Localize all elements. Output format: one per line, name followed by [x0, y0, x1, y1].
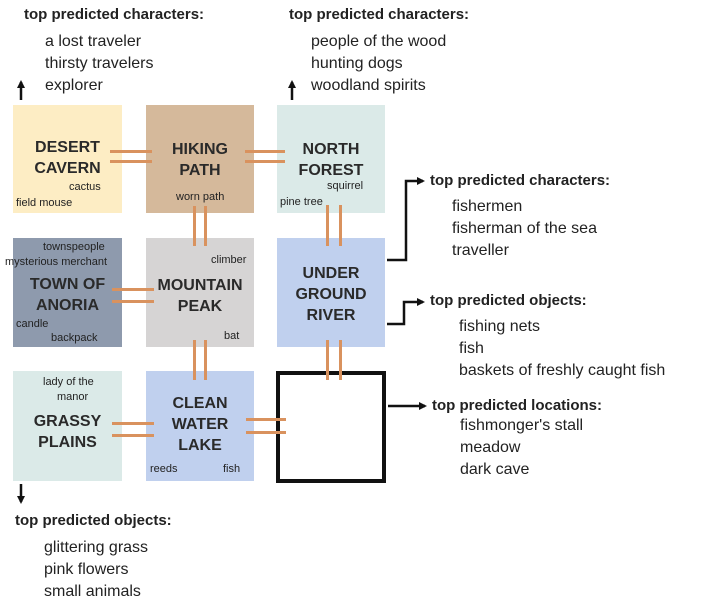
arrow-river-objects — [387, 298, 425, 326]
tile-north-forest-object-pine-tree: pine tree — [280, 196, 323, 208]
tile-hiking-path: HIKING PATH worn path — [146, 105, 254, 213]
tile-grassy-plains-name: GRASSY PLAINS — [33, 413, 102, 451]
list-item: glittering grass — [44, 539, 149, 556]
arrow-river-characters — [387, 177, 425, 262]
tile-underground-river-name: UNDER GROUND RIVER — [295, 265, 367, 324]
connector-hiking-forest — [245, 150, 285, 153]
tile-town-character-mysterious-merchant: mysterious merchant — [5, 256, 108, 268]
list-item: woodland spirits — [311, 77, 426, 94]
tile-desert-cavern-object-field-mouse: field mouse — [16, 197, 73, 209]
tile-mountain-peak-name: MOUNTAIN PEAK — [157, 277, 243, 315]
list-item: dark cave — [460, 461, 530, 478]
connector-lake-empty — [246, 431, 286, 434]
connector-hiking-mountain — [193, 206, 196, 246]
connector-forest-river — [339, 205, 342, 246]
tile-town-character-townspeople: townspeople — [43, 241, 105, 253]
desert-characters-list: a lost traveler thirsty travelers explor… — [45, 31, 153, 97]
list-item: fishmonger's stall — [460, 417, 584, 434]
tile-hiking-path-object-worn-path: worn path — [176, 191, 225, 203]
list-item: a lost traveler — [45, 33, 142, 50]
connector-desert-hiking — [110, 150, 152, 153]
tile-empty-target — [276, 371, 386, 483]
tile-hiking-path-name: HIKING PATH — [172, 141, 228, 179]
connector-town-mountain — [112, 288, 154, 291]
tile-town-of-anoria: townspeople mysterious merchant TOWN OF … — [5, 238, 122, 347]
list-item: people of the wood — [311, 33, 447, 50]
river-characters-heading: top predicted characters: — [430, 172, 611, 189]
tile-grassy-character-lady-of-the-manor-line2: manor — [57, 391, 89, 403]
connector-hiking-mountain — [204, 206, 207, 246]
list-item: fish — [459, 340, 484, 357]
list-item: fishermen — [452, 198, 523, 215]
tile-mountain-character-bat: bat — [224, 330, 240, 342]
river-characters-list: fishermen fisherman of the sea traveller — [452, 196, 597, 262]
connector-hiking-forest — [245, 160, 285, 163]
list-item: explorer — [45, 77, 103, 94]
connector-river-empty — [326, 340, 329, 380]
connector-mountain-lake — [204, 340, 207, 380]
connector-mountain-lake — [193, 340, 196, 380]
tile-underground-river: UNDER GROUND RIVER — [277, 238, 385, 347]
tile-mountain-peak: climber MOUNTAIN PEAK bat — [146, 238, 254, 347]
tile-grassy-character-lady-of-the-manor-line1: lady of the — [43, 376, 94, 388]
list-item: traveller — [452, 242, 509, 259]
forest-characters-list: people of the wood hunting dogs woodland… — [311, 31, 446, 97]
tile-north-forest-name: NORTH FOREST — [298, 141, 364, 179]
tile-lake-object-reeds: reeds — [150, 463, 178, 475]
connector-town-mountain — [112, 300, 154, 303]
list-item: fisherman of the sea — [452, 220, 597, 237]
tile-mountain-character-climber: climber — [211, 254, 247, 266]
list-item: meadow — [460, 439, 521, 456]
tile-grassy-plains: lady of the manor GRASSY PLAINS — [13, 371, 122, 481]
empty-locations-list: fishmonger's stall meadow dark cave — [460, 415, 583, 481]
grassy-objects-heading: top predicted objects: — [15, 512, 172, 529]
tile-north-forest-object-squirrel: squirrel — [327, 180, 364, 192]
tile-desert-cavern: DESERT CAVERN cactus field mouse — [13, 105, 122, 213]
tile-town-object-candle: candle — [16, 318, 49, 330]
connector-river-empty — [339, 340, 342, 380]
list-item: baskets of freshly caught fish — [459, 362, 666, 379]
connector-grassy-lake — [112, 422, 154, 425]
grassy-objects-list: glittering grass pink flowers small anim… — [44, 537, 148, 603]
connector-desert-hiking — [110, 160, 152, 163]
tile-north-forest: NORTH FOREST squirrel pine tree — [277, 105, 385, 213]
tile-clean-water-lake: CLEAN WATER LAKE reeds fish — [146, 371, 254, 481]
connector-forest-river — [326, 205, 329, 246]
list-item: hunting dogs — [311, 55, 403, 72]
tile-desert-cavern-name: DESERT CAVERN — [34, 139, 101, 177]
list-item: small animals — [44, 583, 141, 600]
tile-clean-water-lake-name: CLEAN WATER LAKE — [171, 395, 229, 454]
river-objects-list: fishing nets fish baskets of freshly cau… — [459, 316, 665, 382]
list-item: pink flowers — [44, 561, 129, 578]
list-item: fishing nets — [459, 318, 540, 335]
tile-lake-object-fish: fish — [223, 463, 241, 475]
connector-grassy-lake — [112, 434, 154, 437]
empty-locations-heading: top predicted locations: — [432, 397, 603, 414]
river-objects-heading: top predicted objects: — [430, 292, 587, 309]
desert-characters-heading: top predicted characters: — [24, 6, 205, 23]
tile-town-of-anoria-name: TOWN OF ANORIA — [29, 276, 106, 314]
tile-desert-cavern-object-cactus: cactus — [69, 181, 101, 193]
tile-town-object-backpack: backpack — [51, 332, 98, 344]
list-item: thirsty travelers — [45, 55, 154, 72]
forest-characters-heading: top predicted characters: — [289, 6, 470, 23]
connector-lake-empty — [246, 418, 286, 421]
